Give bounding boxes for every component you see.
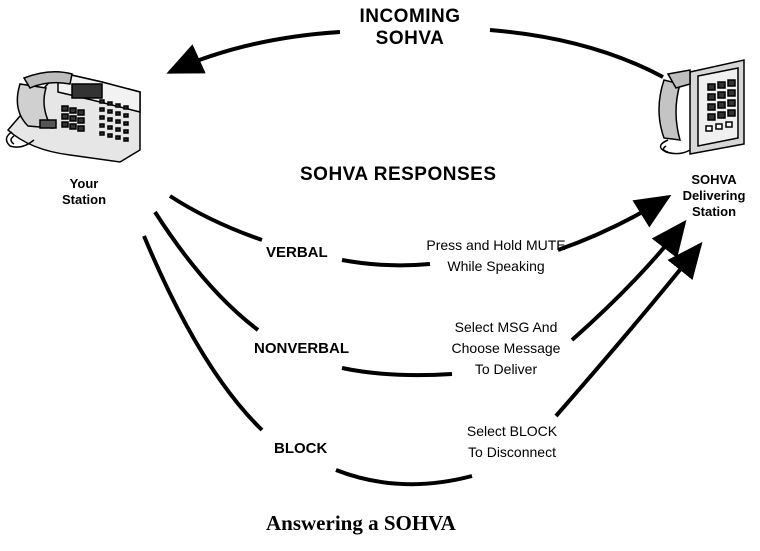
response-label-verbal: VERBAL [266, 244, 328, 261]
nonverbal-curve-left [153, 210, 260, 332]
response-label-block: BLOCK [274, 440, 328, 457]
verbal-instruction-line2: While Speaking [447, 258, 545, 274]
your-station-line2: Station [61, 192, 107, 207]
nonverbal-arrow [570, 219, 687, 342]
nonverbal-instruction-line2: Choose Message [451, 340, 561, 356]
incoming-label-line1: INCOMING [359, 6, 461, 27]
block-instruction-line1: Select BLOCK [466, 423, 558, 439]
nonverbal-instruction-line3: To Deliver [474, 361, 538, 377]
response-instruction-block: Select BLOCK To Disconnect [456, 421, 568, 463]
response-instruction-verbal: Press and Hold MUTE While Speaking [420, 235, 572, 277]
delivering-station-line3: Station [691, 204, 737, 219]
wall-phone-icon [658, 59, 745, 155]
block-curve-middle [335, 468, 473, 487]
delivering-station-label: SOHVA Delivering Station [674, 172, 754, 220]
delivering-station-line1: SOHVA [691, 172, 737, 187]
your-station-line1: Your [69, 176, 99, 191]
responses-heading: SOHVA RESPONSES [300, 164, 497, 185]
verbal-instruction-line1: Press and Hold MUTE [426, 237, 566, 253]
incoming-arrow-right-segment [489, 28, 664, 79]
figure-caption: Answering a SOHVA [266, 511, 456, 535]
response-instruction-nonverbal: Select MSG And Choose Message To Deliver [440, 317, 572, 380]
block-instruction-line2: To Disconnect [468, 444, 556, 460]
verbal-curve-left [168, 194, 263, 242]
delivering-station-line2: Delivering [682, 188, 746, 203]
verbal-arrow [557, 194, 672, 252]
nonverbal-curve-middle [341, 366, 453, 378]
incoming-arrow-left-segment [166, 30, 341, 74]
block-curve-left [142, 235, 264, 432]
verbal-curve-middle [341, 258, 431, 268]
incoming-label: INCOMING SOHVA [350, 6, 470, 50]
response-label-nonverbal: NONVERBAL [254, 340, 350, 357]
desk-phone-icon [5, 71, 141, 163]
nonverbal-instruction-line1: Select MSG And [454, 319, 558, 335]
your-station-label: Your Station [44, 176, 124, 208]
incoming-label-line2: SOHVA [375, 28, 445, 49]
block-arrow [554, 241, 703, 418]
